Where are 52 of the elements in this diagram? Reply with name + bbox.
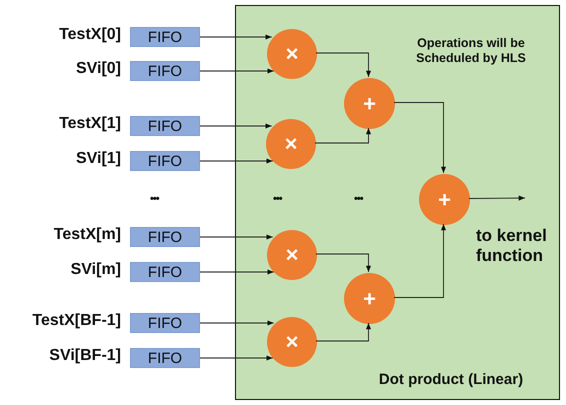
fifo-box: FIFO [130,27,200,47]
fifo-box: FIFO [130,151,200,171]
arrow [200,234,274,240]
operator-symbol: × [286,43,298,65]
operator-circle [344,78,395,129]
fifo-box: FIFO [130,313,200,333]
operator-symbol: + [363,92,376,114]
group-panel [235,5,560,400]
arrow [394,102,446,174]
operator-circle [266,119,316,169]
input-label: SVi[m] [70,261,121,279]
operator-circle [267,230,317,280]
arrow [200,68,274,74]
input-label: SVi[0] [76,60,121,78]
arrow [200,158,274,164]
input-label: TestX[BF-1] [32,312,121,330]
arrow [316,52,372,78]
operator-circle [344,273,395,324]
ellipsis-text: ••• [354,193,363,205]
input-label: TestX[m] [54,226,121,244]
ellipsis-text: ••• [150,193,159,205]
edge-label: to kernel function [476,226,548,267]
arrow [200,269,274,275]
ellipsis-text: ••• [273,193,282,205]
arrow [314,128,372,144]
arrow [316,322,372,342]
arrow [200,123,272,129]
fifo-box: FIFO [130,227,200,247]
note-text: Operations will be Scheduled by HLS [415,36,527,66]
arrow [316,254,372,272]
arrow [200,34,272,40]
input-label: SVi[BF-1] [49,347,121,365]
operator-symbol: × [284,133,298,155]
operator-circle [267,29,317,79]
arrow [200,355,274,361]
arrow [200,320,274,326]
input-label: TestX[1] [59,115,121,133]
operator-circle [267,317,317,367]
fifo-box: FIFO [130,348,200,368]
operator-symbol: + [363,288,376,310]
operator-circle [419,174,470,225]
operator-symbol: × [286,244,298,266]
operator-symbol: + [438,188,451,210]
arrow [468,196,526,201]
arrow [394,224,446,298]
input-label: TestX[0] [59,26,121,44]
fifo-box: FIFO [130,61,200,81]
panel-title: Dot product (Linear) [378,371,524,389]
operator-symbol: × [286,331,298,353]
input-label: SVi[1] [76,150,121,168]
fifo-box: FIFO [130,116,200,136]
fifo-box: FIFO [130,262,200,282]
